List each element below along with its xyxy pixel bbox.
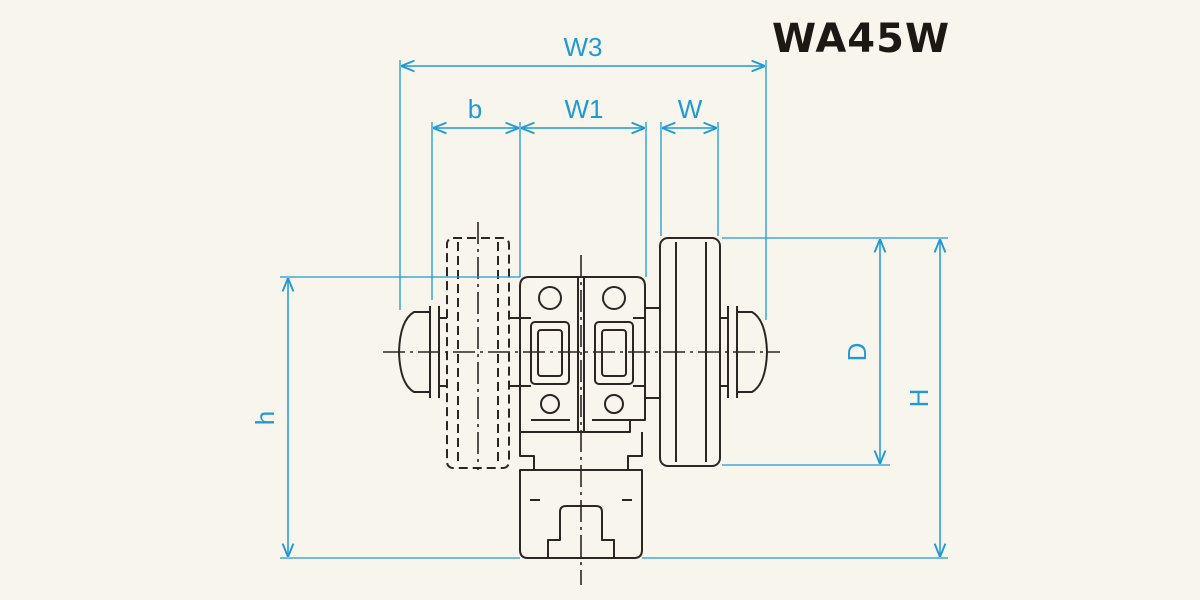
bolt-hole-top-left <box>538 286 562 310</box>
body-center-slot <box>577 277 585 432</box>
phantom-wheel-outline <box>446 237 510 469</box>
h-lower-label: h <box>250 411 280 425</box>
bearing-left <box>530 321 570 385</box>
w3-extension-lines <box>399 60 767 320</box>
wheel-right <box>645 237 721 467</box>
main-body <box>519 276 646 433</box>
phantom-wheel-inner-lines <box>457 242 499 464</box>
w-extension-lines <box>660 122 719 236</box>
body-side-steps <box>520 317 645 387</box>
right-cap-shaft <box>720 317 728 387</box>
bearing-right <box>594 321 634 385</box>
d-label: D <box>842 343 872 362</box>
roller-assembly <box>383 222 780 585</box>
bolt-hole-bottom-right <box>604 394 624 414</box>
left-cap-shaft <box>439 317 447 387</box>
w1-label: W1 <box>565 94 604 124</box>
h-extension-lines <box>280 276 948 559</box>
bolt-hole-top-right <box>602 286 626 310</box>
b-extension-lines <box>431 122 521 300</box>
rail-outline <box>519 432 643 559</box>
phantom-wheel-left <box>446 237 510 469</box>
left-axle-cap <box>398 306 520 398</box>
rail-profile <box>519 432 643 559</box>
rail-t-slot <box>547 505 615 558</box>
bearing-right-inner <box>601 329 627 377</box>
right-axle-cap <box>720 306 768 398</box>
b-label: b <box>468 94 482 124</box>
left-cap-collar <box>429 306 440 398</box>
bearing-left-inner <box>537 329 563 377</box>
h-upper-label: H <box>904 389 934 408</box>
right-shaft-body-link <box>645 307 660 399</box>
w3-label: W3 <box>564 32 603 62</box>
bolt-hole-bottom-left <box>540 394 560 414</box>
left-shaft-to-body <box>509 317 520 387</box>
right-cap-dome <box>737 311 768 393</box>
left-cap-dome <box>398 311 430 393</box>
wheel-right-outline <box>659 237 721 467</box>
wheel-right-tread-lines <box>675 242 707 462</box>
w-label: W <box>678 94 703 124</box>
body-outline <box>519 276 646 433</box>
model-title: WA45W <box>772 16 950 62</box>
dimension-lines: W3 b W1 W D H h <box>250 32 948 559</box>
right-cap-collar <box>727 306 738 398</box>
d-h-extension-lines <box>722 237 948 466</box>
